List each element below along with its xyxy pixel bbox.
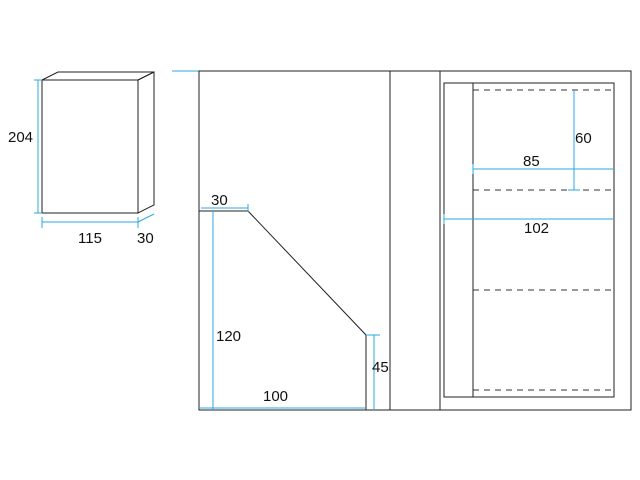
front-spacing-label: 60: [575, 130, 592, 147]
fold-line-group: [473, 89, 614, 391]
net-outer-frame: [198, 70, 632, 411]
box-depth-dimension-line: [137, 213, 155, 223]
side-bottom-label: 100: [263, 388, 288, 405]
side-top-label: 30: [211, 192, 228, 209]
box-depth-label: 30: [137, 230, 154, 247]
side-panel-cut-line: [199, 210, 367, 410]
side-height-label: 120: [216, 328, 241, 345]
box-height-label: 204: [8, 129, 33, 146]
box-3d-view: 204 115 30: [8, 71, 155, 247]
box-front-face: [41, 79, 139, 214]
front-outer-width-label: 102: [524, 220, 549, 237]
net-outline: [172, 70, 632, 411]
box-top-face: [41, 71, 155, 81]
front-inner-width-label: 85: [523, 153, 540, 170]
side-panel: 30 120 100 45: [199, 192, 389, 410]
front-panel-frame: [443, 82, 615, 398]
front-panel: 60 85 102: [443, 82, 615, 398]
side-front-label: 45: [372, 359, 389, 376]
box-width-label: 115: [78, 230, 102, 247]
box-side-face: [137, 71, 155, 214]
